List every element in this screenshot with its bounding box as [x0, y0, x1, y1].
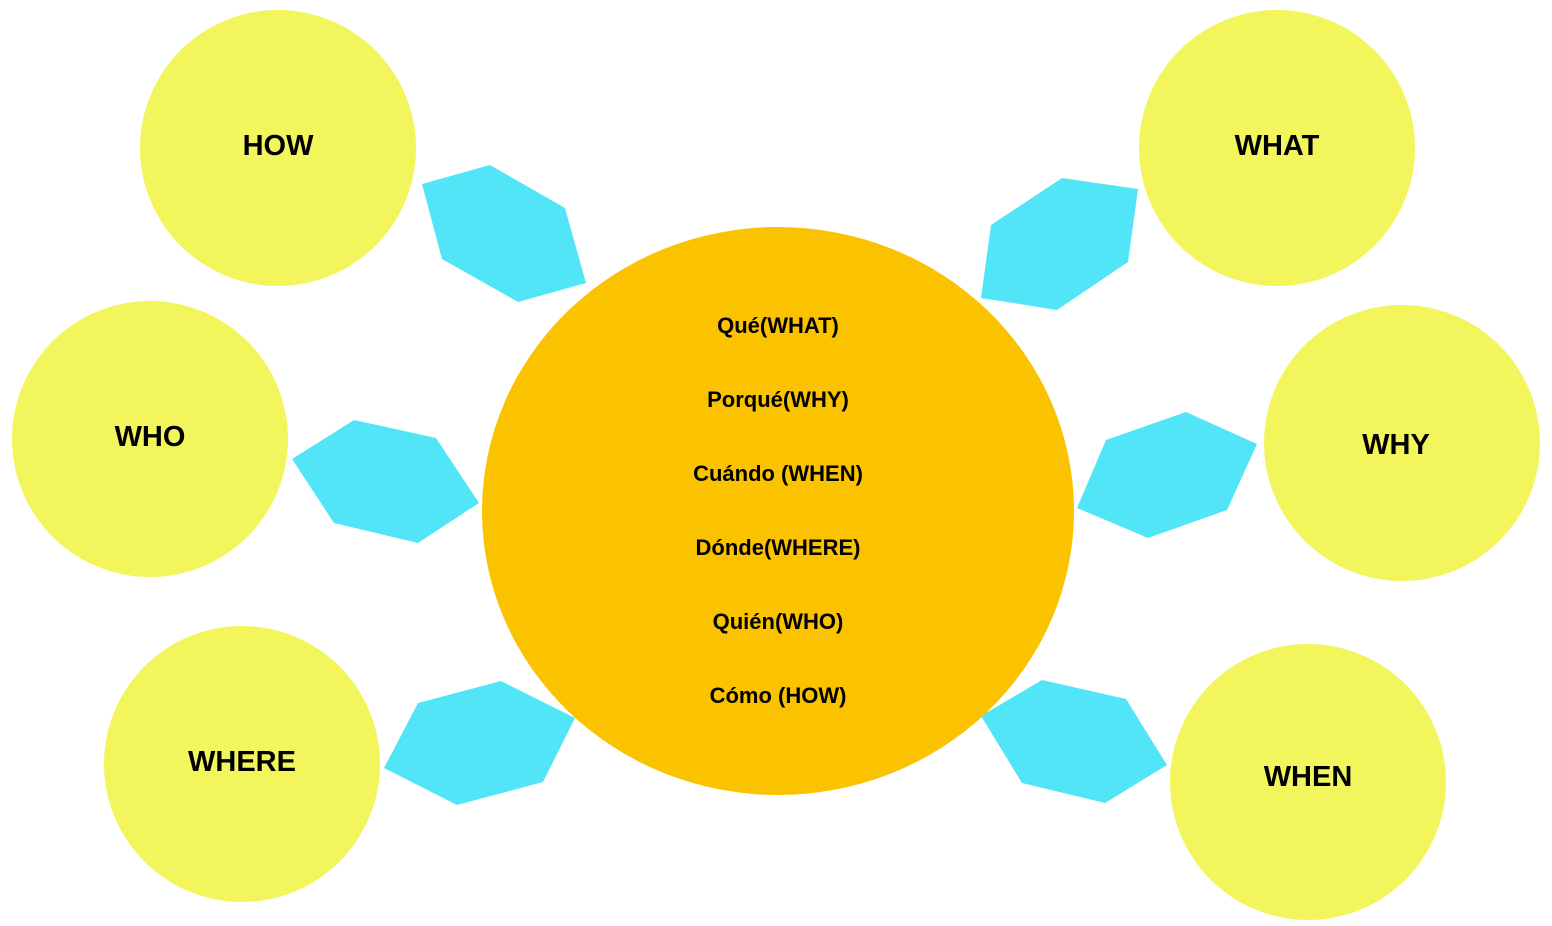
center-line-what: Qué(WHAT) — [717, 313, 839, 338]
connector-why — [1077, 412, 1257, 538]
connector-what — [981, 178, 1138, 310]
node-when-label: WHEN — [1264, 761, 1353, 793]
connector-when — [981, 680, 1167, 803]
node-why-circle — [1264, 305, 1540, 581]
center-line-who: Quién(WHO) — [713, 609, 844, 634]
node-what-circle — [1139, 10, 1415, 286]
node-what-label: WHAT — [1235, 130, 1320, 162]
node-where-label: WHERE — [188, 746, 296, 778]
center-line-when: Cuándo (WHEN) — [693, 461, 863, 486]
center-circle — [482, 227, 1074, 795]
node-who-label: WHO — [115, 421, 186, 453]
connector-how — [422, 165, 586, 302]
node-how-circle — [140, 10, 416, 286]
node-why-label: WHY — [1362, 429, 1430, 461]
center-line-where: Dónde(WHERE) — [696, 535, 861, 560]
center-line-how: Cómo (HOW) — [710, 683, 847, 708]
connector-who — [292, 420, 479, 543]
center-line-why: Porqué(WHY) — [707, 387, 849, 412]
node-where-circle — [104, 626, 380, 902]
node-how-label: HOW — [243, 130, 315, 162]
connector-where — [384, 681, 575, 805]
node-when-circle — [1170, 644, 1446, 920]
node-who-circle — [12, 301, 288, 577]
